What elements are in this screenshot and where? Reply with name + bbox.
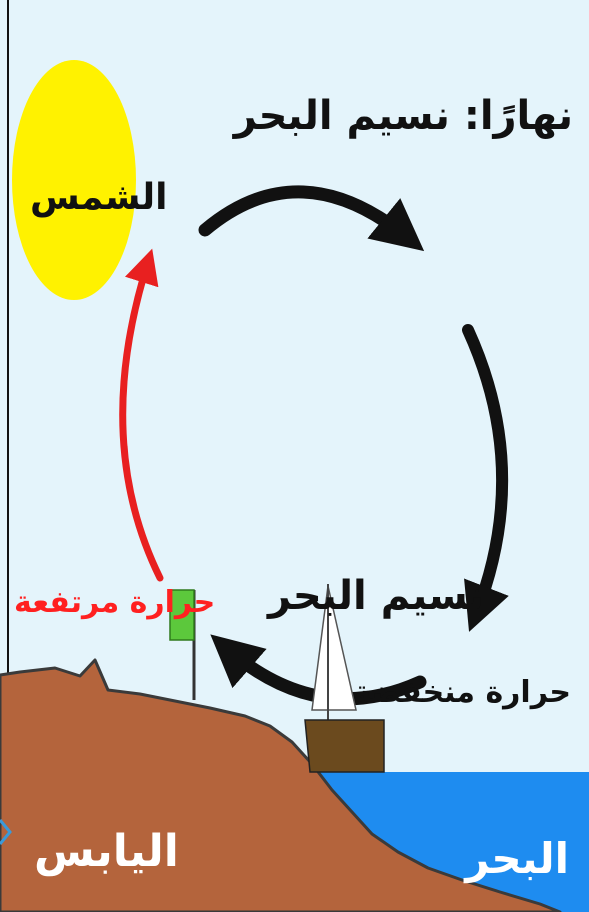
flag-icon xyxy=(169,589,195,641)
sun-label: الشمس xyxy=(30,177,168,218)
boat-sail xyxy=(311,585,357,711)
land-area xyxy=(0,658,562,912)
edge-mark-icon xyxy=(0,819,12,845)
high-temperature-label: حرارة مرتفعة xyxy=(14,585,216,620)
sea-label: البحر xyxy=(465,834,569,883)
boat-hull xyxy=(304,719,385,773)
right-descending-arrow xyxy=(462,324,509,632)
upper-arrow xyxy=(198,185,425,252)
sea-breeze-label: نسيم البحر xyxy=(268,573,485,619)
low-temperature-label: حرارة منخفضة xyxy=(353,675,571,710)
title-label: نهارًا: نسيم البحر xyxy=(233,93,573,139)
land-label: اليابس xyxy=(34,826,179,877)
rising-warm-air-arrow xyxy=(119,248,164,582)
sun-icon xyxy=(12,60,136,300)
